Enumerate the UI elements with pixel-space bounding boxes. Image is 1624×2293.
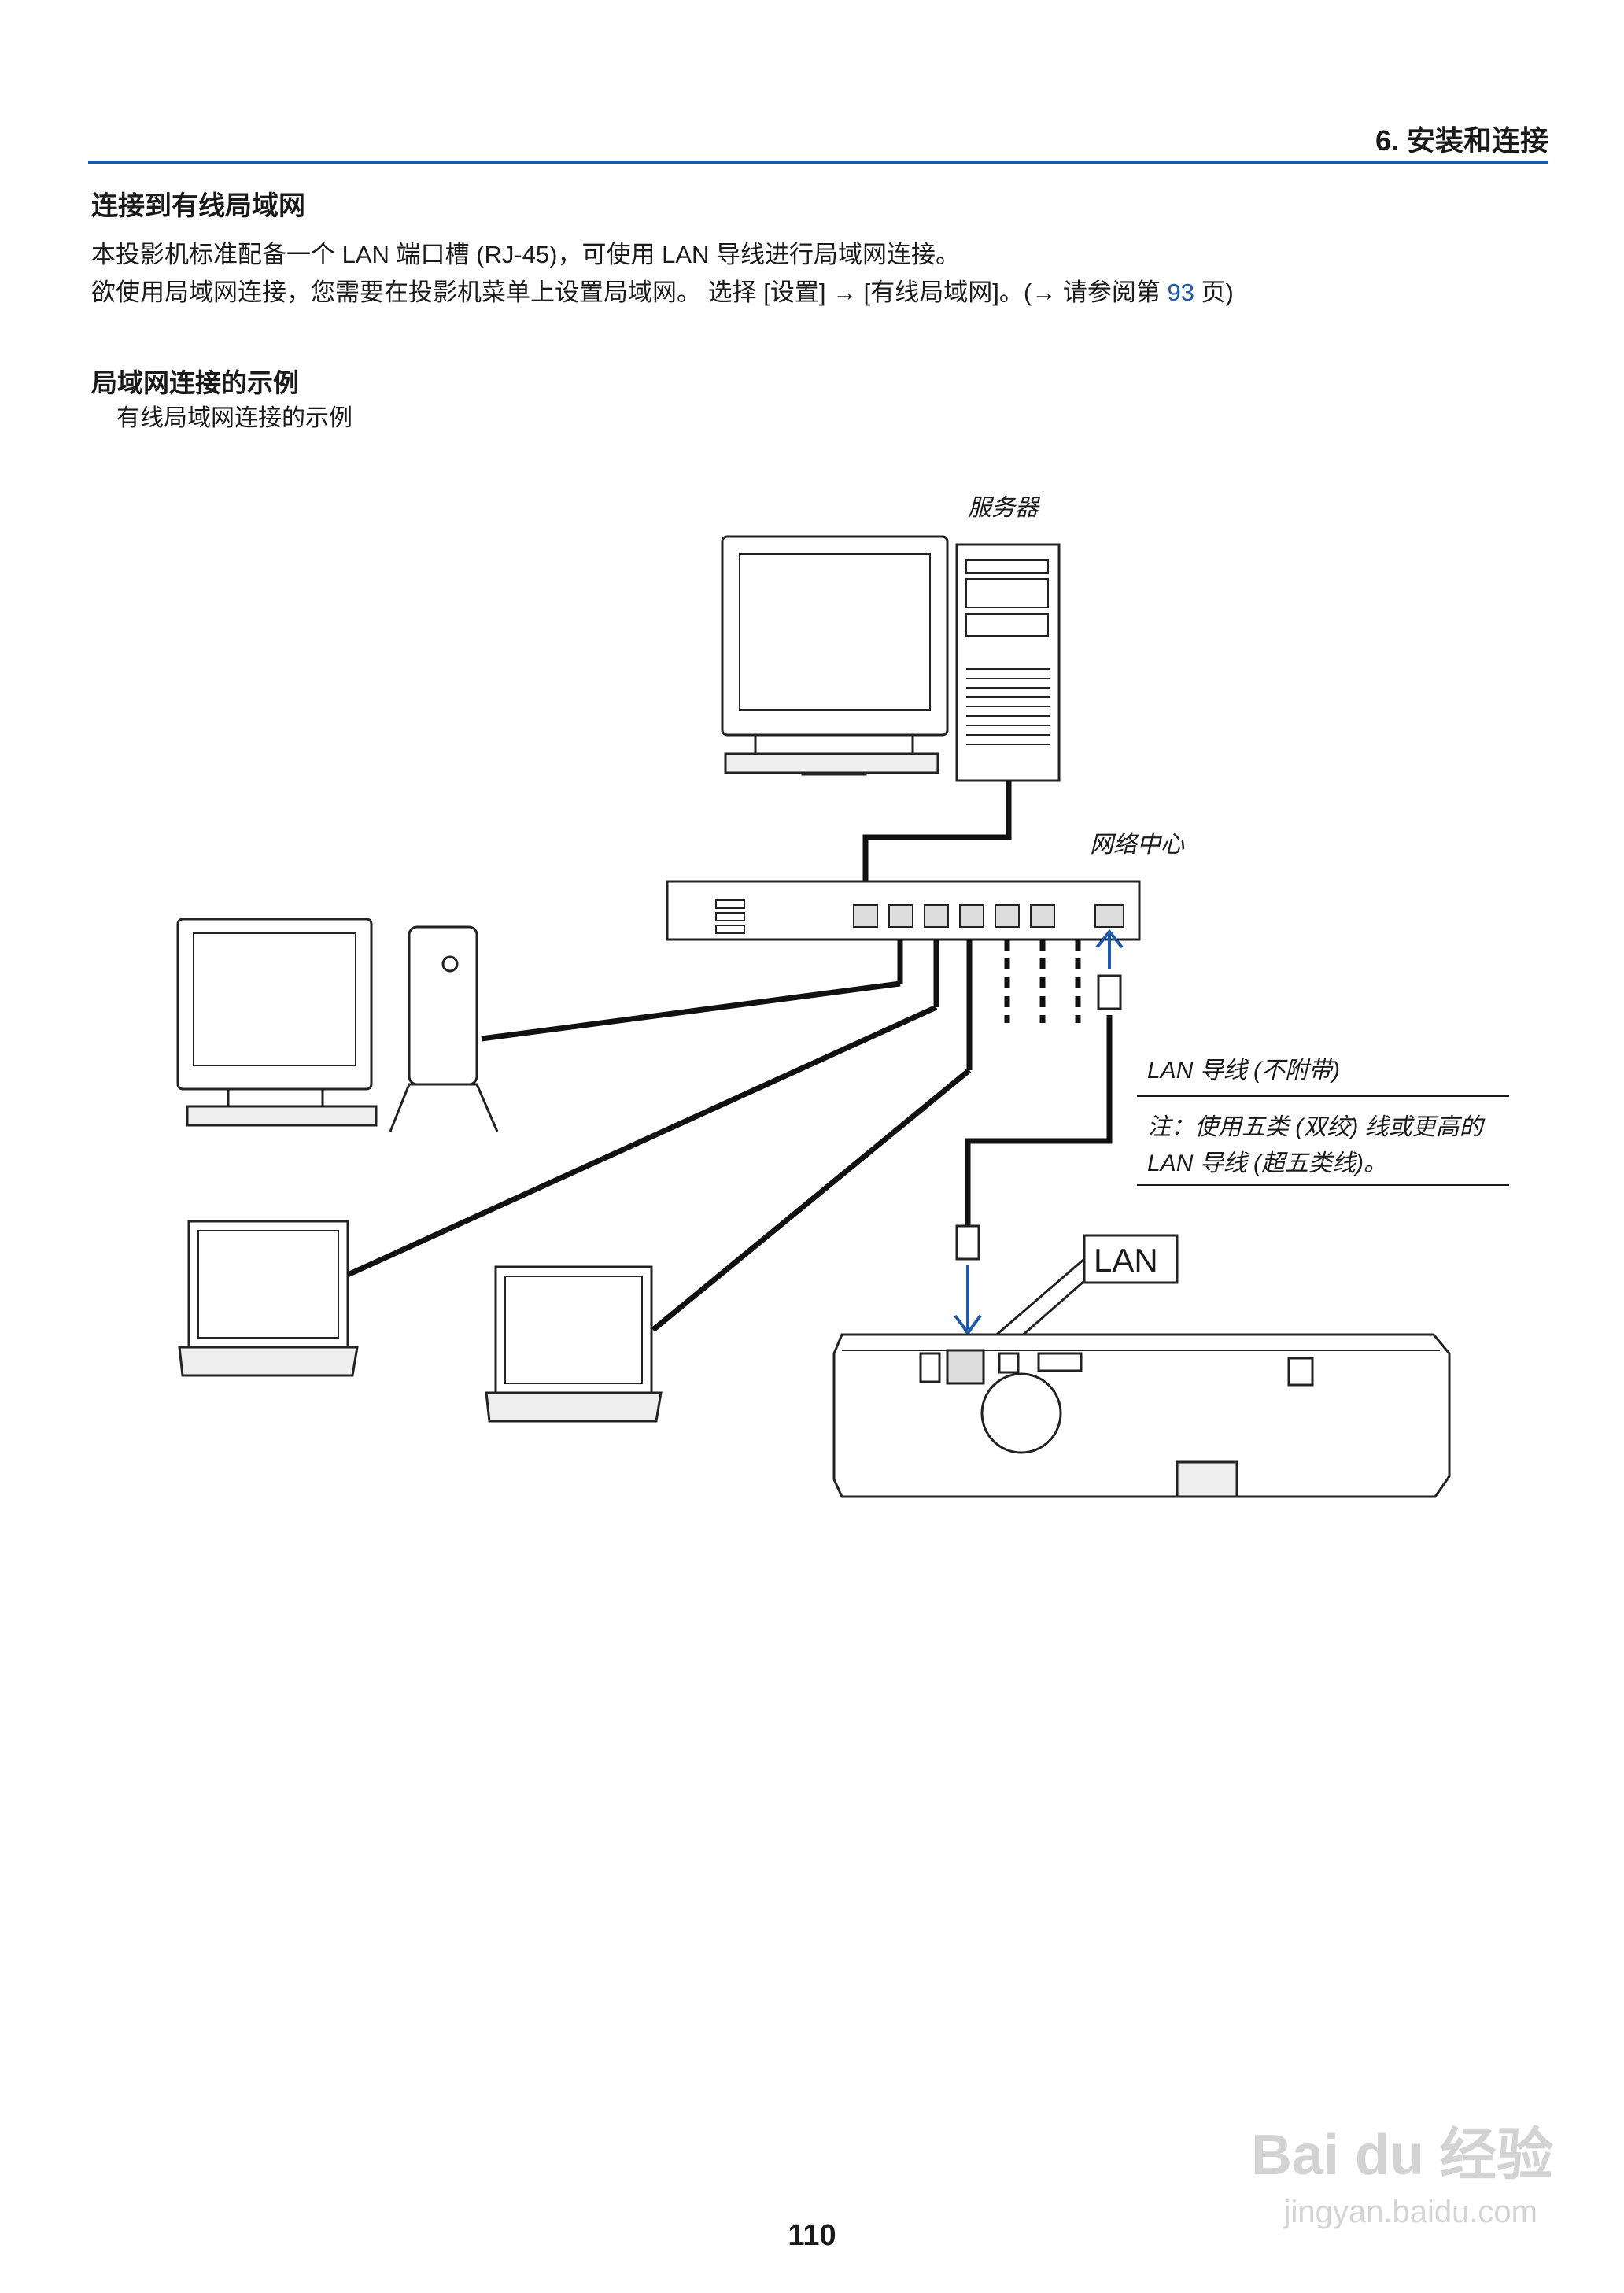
setup-text-suffix: 页) <box>1194 279 1234 306</box>
lan-port-label: LAN <box>1094 1242 1158 1279</box>
server-computer-icon <box>721 535 1061 782</box>
lan-cable-label: LAN 导线 (不附带) <box>1147 1058 1340 1084</box>
page-reference-link[interactable]: 93 <box>1167 279 1194 306</box>
setup-text-prefix: 欲使用局域网连接，您需要在投影机菜单上设置局域网。 选择 [设置] → [有线局… <box>91 279 1168 306</box>
header-rule <box>88 161 1548 164</box>
cable-note-line1: 注：使用五类 (双绞) 线或更高的 <box>1147 1114 1486 1140</box>
example-title: 局域网连接的示例 <box>91 368 299 397</box>
projector-icon <box>832 1333 1451 1498</box>
desktop-computer-icon <box>176 918 499 1132</box>
watermark-url: jingyan.baidu.com <box>1283 2195 1537 2229</box>
page-number: 110 <box>788 2219 836 2252</box>
setup-paragraph: 欲使用局域网连接，您需要在投影机菜单上设置局域网。 选择 [设置] → [有线局… <box>91 272 1234 308</box>
watermark-logo: Bai du 经验 <box>1250 2124 1553 2187</box>
cable-note-line2: LAN 导线 (超五类线)。 <box>1147 1150 1387 1176</box>
network-hub-icon <box>666 880 1141 941</box>
intro-paragraph: 本投影机标准配备一个 LAN 端口槽 (RJ-45)，可使用 LAN 导线进行局… <box>91 241 961 268</box>
lan-port-callout: LAN <box>992 1234 1179 1339</box>
hub-label: 网络中心 <box>1090 832 1185 858</box>
laptop-center-icon <box>485 1265 663 1423</box>
laptop-left-icon <box>178 1220 359 1377</box>
section-title: 连接到有线局域网 <box>91 191 305 221</box>
server-label: 服务器 <box>968 495 1041 521</box>
example-description: 有线局域网连接的示例 <box>116 405 352 431</box>
chapter-title: 6. 安装和连接 <box>1375 124 1548 157</box>
lan-connection-diagram: 服务器 网络中心 LAN 导线 (不附带) 注：使用五类 (双绞) 线或更高的 … <box>176 495 1509 1498</box>
